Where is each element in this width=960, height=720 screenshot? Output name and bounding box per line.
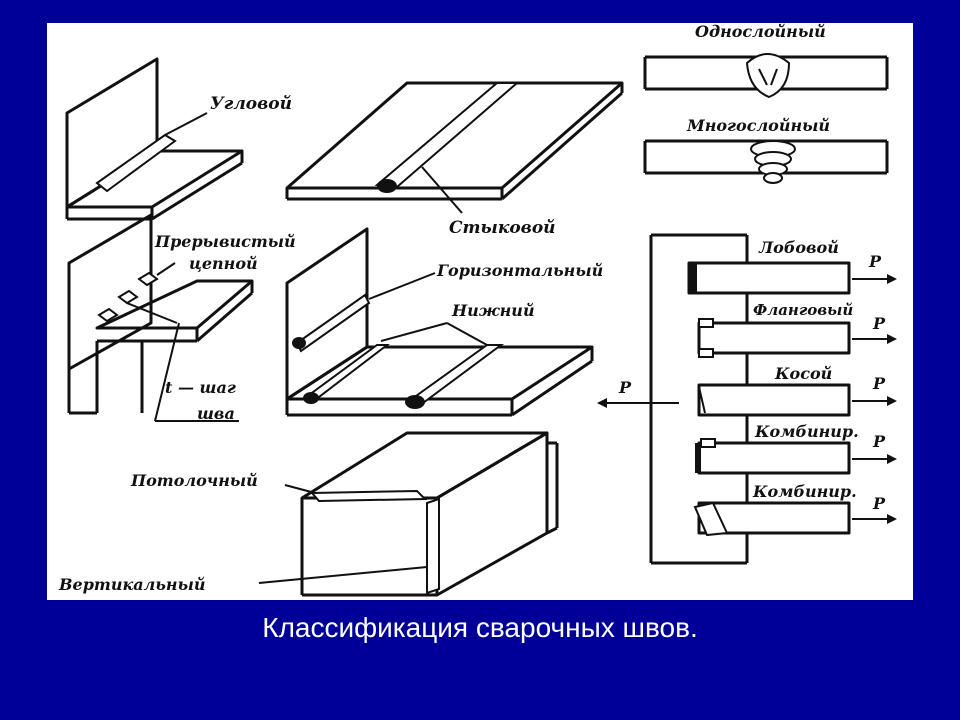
label-mnogosloyny: Многослойный: [686, 116, 830, 135]
label-force-p-left: P: [618, 378, 632, 397]
label-stykovoy: Стыковой: [449, 218, 556, 238]
label-kombinir-2: Комбинир.: [752, 482, 857, 501]
weld-diagram-figure: Угловой Стыковой Однослойный Многослойны…: [47, 23, 913, 600]
label-kombinir-1: Комбинир.: [754, 422, 859, 441]
slide-caption: Классификация сварочных швов.: [262, 612, 698, 643]
label-force-p-5: P: [872, 494, 886, 513]
overhead-vertical-weld-drawing: [258, 431, 559, 597]
label-force-p-4: P: [872, 432, 886, 451]
label-force-p-2: P: [872, 314, 886, 333]
label-force-p-1: P: [868, 252, 882, 271]
label-nizhniy: Нижний: [451, 301, 535, 320]
label-shag: t — шаг: [165, 378, 236, 397]
single-layer-weld-drawing: [643, 53, 889, 99]
label-potolochny: Потолочный: [130, 471, 258, 490]
label-flangovy: Фланговый: [753, 301, 853, 319]
horizontal-flat-weld-drawing: [285, 227, 594, 417]
label-gorizontalny: Горизонтальный: [436, 261, 603, 280]
label-vertikalny: Вертикальный: [58, 575, 206, 594]
corner-weld-drawing: [65, 57, 244, 221]
intermittent-weld-drawing: [67, 213, 254, 422]
multi-layer-weld-drawing: [643, 139, 889, 184]
label-kosoy: Косой: [774, 364, 832, 383]
lap-joint-drawing: [597, 233, 897, 565]
butt-weld-drawing: [285, 81, 624, 214]
label-uglovoy: Угловой: [210, 94, 292, 114]
label-tsepnoy: цепной: [189, 254, 258, 273]
label-lobovoy: Лобовой: [758, 238, 839, 257]
label-preryvisty: Прерывистый: [154, 232, 296, 251]
label-force-p-3: P: [872, 374, 886, 393]
label-odnosloyny: Однослойный: [695, 23, 826, 41]
label-shva: шва: [197, 404, 235, 423]
